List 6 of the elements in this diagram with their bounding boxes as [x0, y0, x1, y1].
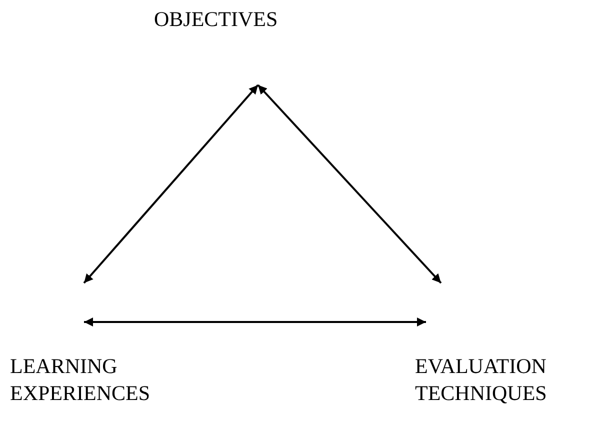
- node-label: EVALUATION TECHNIQUES: [415, 353, 600, 407]
- node-label: OBJECTIVES: [154, 6, 304, 33]
- node-label: LEARNING EXPERIENCES: [10, 353, 185, 407]
- double-arrow: [83, 84, 259, 284]
- double-arrow: [257, 84, 442, 284]
- double-arrow: [84, 318, 426, 326]
